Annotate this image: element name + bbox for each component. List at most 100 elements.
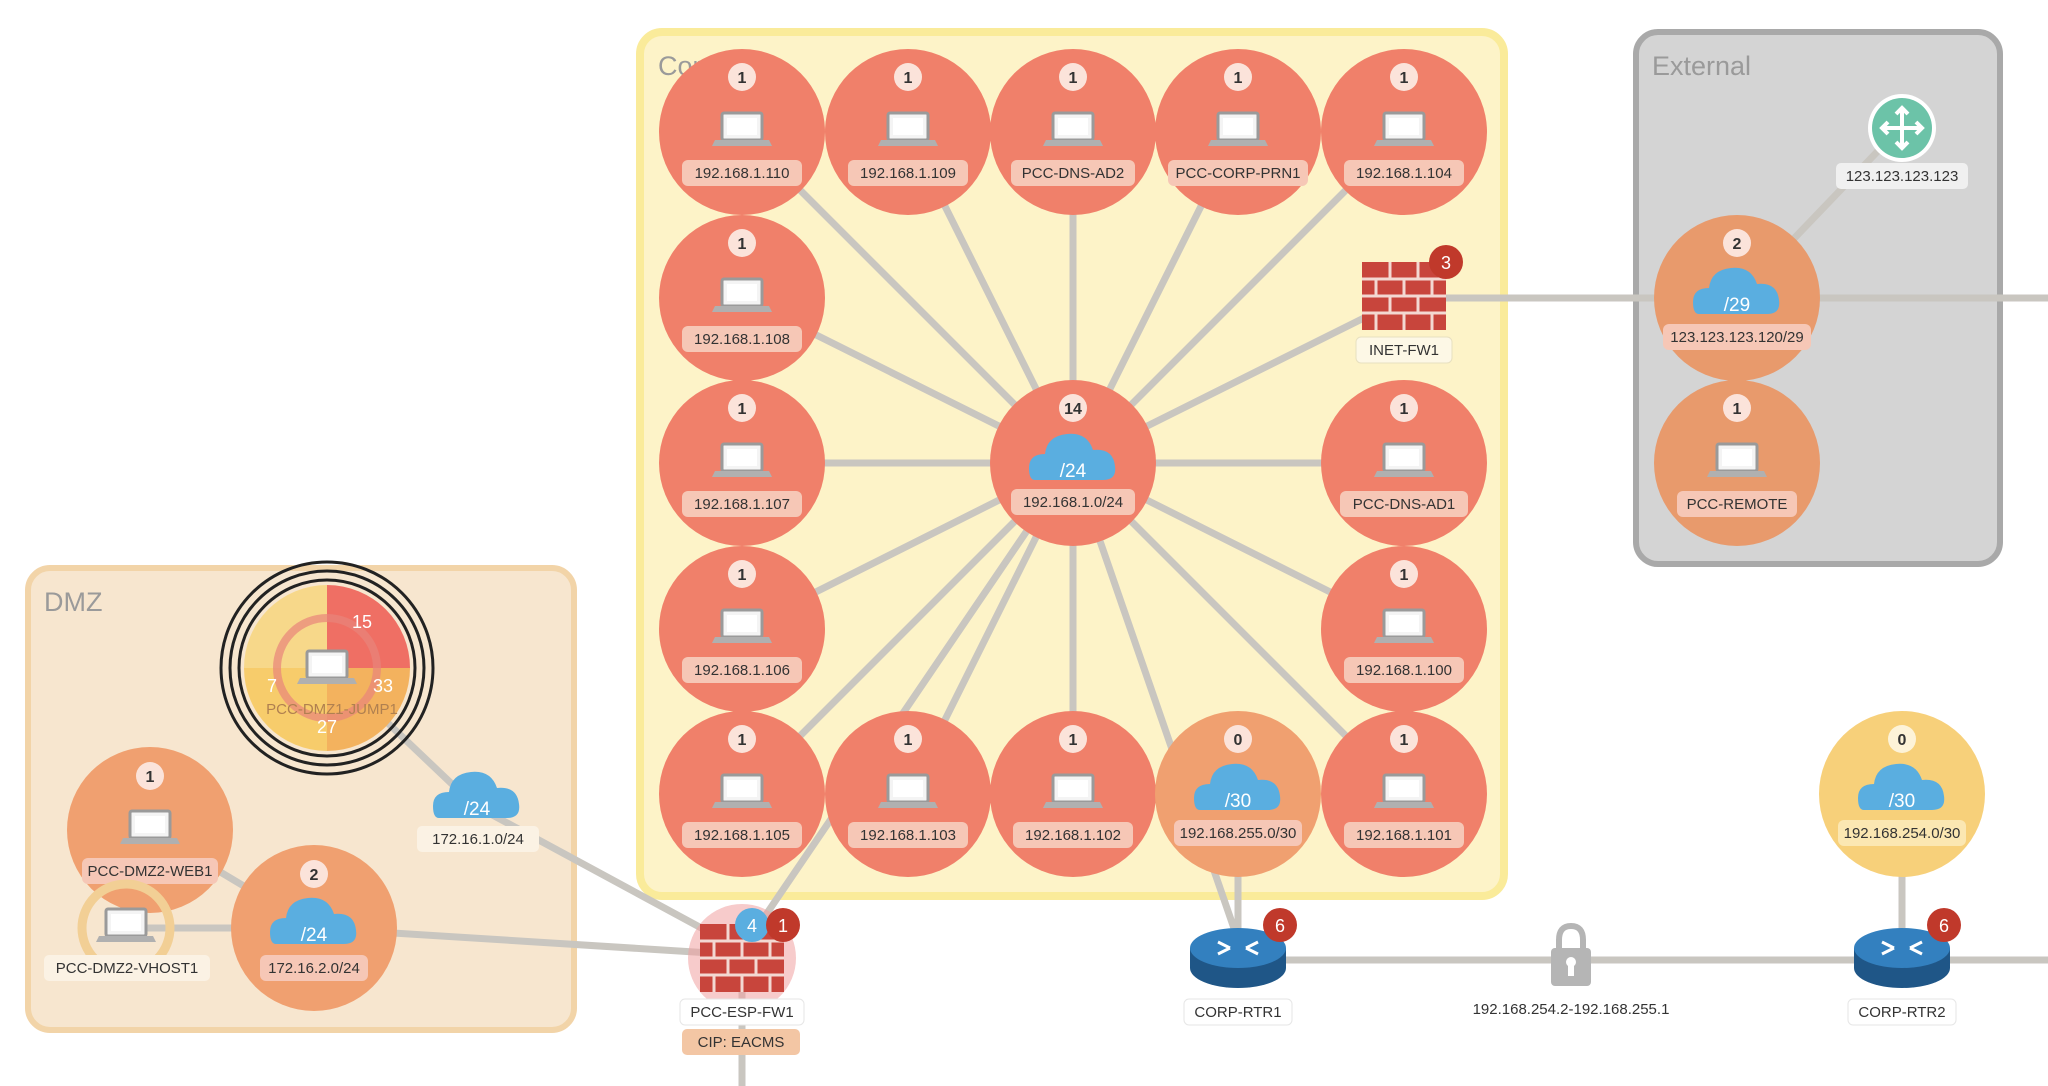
node-label: 172.16.1.0/24 (432, 831, 524, 848)
laptop-icon (1372, 608, 1436, 645)
node-label: 192.168.1.100 (1356, 662, 1452, 679)
connection-count: 1 (738, 401, 747, 418)
host-node[interactable]: 1 192.168.1.100 (1321, 546, 1487, 712)
zone-external-label: External (1652, 51, 1751, 81)
host-node[interactable]: 1 PCC-CORP-PRN1 (1155, 49, 1321, 215)
connection-count: 1 (1400, 732, 1409, 749)
node-label: 123.123.123.120/29 (1670, 329, 1803, 346)
firewall-esp-fw1[interactable]: 4 1 PCC-ESP-FW1 CIP: EACMS (679, 904, 805, 1055)
zone-dmz-label: DMZ (44, 587, 102, 617)
alert-badge: 1 (778, 916, 788, 936)
node-label: 192.168.1.102 (1025, 827, 1121, 844)
device-label: 123.123.123.123 (1846, 168, 1959, 185)
device-label: CORP-RTR2 (1858, 1004, 1945, 1021)
subnet-node[interactable]: 14 /24 192.168.1.0/24 (990, 380, 1156, 546)
segment-value: 33 (373, 676, 393, 696)
node-label: 192.168.1.110 (695, 165, 790, 182)
connection-count: 1 (1733, 401, 1742, 418)
subnet-node[interactable]: 0 /30 192.168.255.0/30 (1155, 711, 1321, 877)
cloud-prefix: /30 (1889, 791, 1915, 812)
laptop-icon (710, 111, 774, 148)
connection-count: 0 (1898, 732, 1907, 749)
subnet-node[interactable]: 2 /29 123.123.123.120/29 (1654, 215, 1820, 381)
connection-count: 1 (904, 732, 913, 749)
node-label: PCC-DMZ2-WEB1 (87, 863, 212, 880)
laptop-icon (710, 608, 774, 645)
node-label: PCC-DMZ1-JUMP1 (266, 701, 398, 718)
host-node[interactable]: 1 192.168.1.106 (659, 546, 825, 712)
arrows-icon (1879, 105, 1925, 151)
host-node[interactable]: 1 PCC-DMZ2-WEB1 (67, 747, 233, 913)
segment-value: 27 (317, 717, 337, 737)
connection-count: 1 (1400, 401, 1409, 418)
subnet-node-dmz1[interactable]: /24 172.16.1.0/24 (417, 771, 539, 852)
alert-badge: 6 (1939, 916, 1949, 936)
node-label: PCC-DNS-AD1 (1353, 496, 1456, 513)
node-label: PCC-CORP-PRN1 (1175, 165, 1300, 182)
router-corp-rtr1[interactable]: 6 CORP-RTR1 (1183, 908, 1297, 1026)
node-label: PCC-DNS-AD2 (1022, 165, 1125, 182)
host-node[interactable]: 1 PCC-DNS-AD1 (1321, 380, 1487, 546)
host-node[interactable]: 1 192.168.1.101 (1321, 711, 1487, 877)
laptop-icon (1705, 442, 1769, 479)
connection-count: 14 (1064, 401, 1082, 418)
cip-tag: CIP: EACMS (698, 1034, 785, 1051)
firewall-inet-fw1[interactable]: 3 INET-FW1 (1355, 245, 1463, 364)
node-label: 192.168.1.105 (694, 827, 790, 844)
host-node[interactable]: 1 192.168.1.107 (659, 380, 825, 546)
laptop-icon (1041, 773, 1105, 810)
node-label: 192.168.1.101 (1356, 827, 1452, 844)
device-label: CORP-RTR1 (1194, 1004, 1281, 1021)
alert-badge: 3 (1441, 253, 1451, 273)
host-node[interactable]: 1 192.168.1.108 (659, 215, 825, 381)
node-label: 192.168.1.109 (860, 165, 956, 182)
device-label: INET-FW1 (1369, 342, 1439, 359)
host-node[interactable]: 1 192.168.1.103 (825, 711, 991, 877)
laptop-icon (1372, 773, 1436, 810)
node-label: 192.168.1.106 (694, 662, 790, 679)
subnet-node[interactable]: 2 /24 172.16.2.0/24 (231, 845, 397, 1011)
jump-host-node[interactable]: 15 33 27 7 PCC-DMZ1-JUMP1 (219, 560, 435, 776)
vpn-tunnel[interactable]: 192.168.254.2-192.168.255.1 (1467, 922, 1675, 1022)
laptop-icon (1372, 111, 1436, 148)
cloud-prefix: /24 (301, 925, 328, 946)
segment-15 (327, 585, 410, 668)
laptop-icon (876, 111, 940, 148)
laptop-icon (1372, 442, 1436, 479)
external-router[interactable]: 123.123.123.123 (1836, 94, 1968, 189)
cloud-prefix: /30 (1225, 791, 1251, 812)
tunnel-label: 192.168.254.2-192.168.255.1 (1473, 1001, 1670, 1018)
cloud-prefix: /24 (464, 799, 491, 820)
host-node[interactable]: 1 192.168.1.102 (990, 711, 1156, 877)
node-label: PCC-DMZ2-VHOST1 (56, 960, 199, 977)
laptop-icon (1206, 111, 1270, 148)
host-node[interactable]: 1 PCC-DNS-AD2 (990, 49, 1156, 215)
host-vhost1[interactable]: PCC-DMZ2-VHOST1 (44, 879, 210, 981)
node-label: 192.168.255.0/30 (1180, 825, 1297, 842)
alert-badge: 6 (1275, 916, 1285, 936)
connection-count: 1 (1069, 732, 1078, 749)
info-badge: 4 (747, 916, 757, 936)
host-node[interactable]: 1 192.168.1.110 (659, 49, 825, 215)
laptop-icon (1041, 111, 1105, 148)
connection-count: 1 (738, 236, 747, 253)
connection-count: 1 (738, 567, 747, 584)
cloud-prefix: /29 (1724, 295, 1750, 316)
node-label: 192.168.1.108 (694, 331, 790, 348)
connection-count: 1 (1400, 70, 1409, 87)
subnet-node[interactable]: 0 /30 192.168.254.0/30 (1819, 711, 1985, 877)
host-node[interactable]: 1 192.168.1.109 (825, 49, 991, 215)
segment-value: 15 (352, 612, 372, 632)
connection-count: 1 (146, 769, 155, 786)
host-node[interactable]: 1 192.168.1.105 (659, 711, 825, 877)
laptop-icon (118, 809, 182, 846)
segment-7 (244, 585, 327, 668)
segment-33 (327, 668, 410, 751)
node-label: 192.168.1.107 (694, 496, 790, 513)
host-node[interactable]: 1 PCC-REMOTE (1654, 380, 1820, 546)
host-node[interactable]: 1 192.168.1.104 (1321, 49, 1487, 215)
router-corp-rtr2[interactable]: 6 CORP-RTR2 (1847, 908, 1961, 1026)
segment-27 (244, 668, 327, 751)
laptop-icon (710, 773, 774, 810)
